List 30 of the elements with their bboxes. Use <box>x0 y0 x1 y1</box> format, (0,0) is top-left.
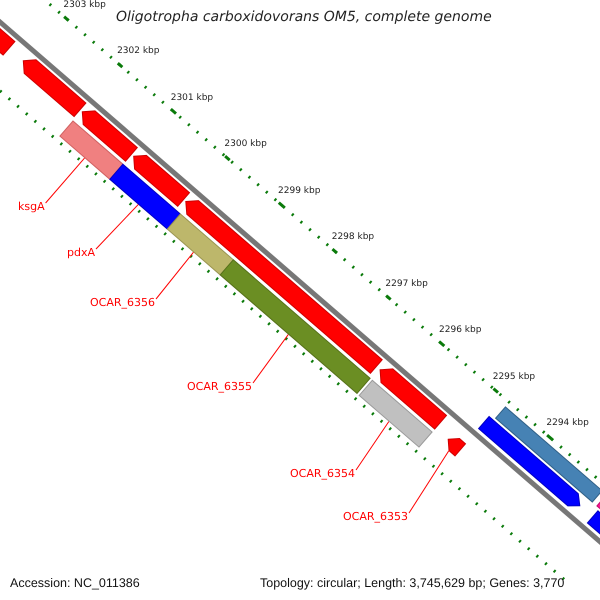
leader-line <box>252 334 289 384</box>
scale-label: 2299 kbp <box>278 186 320 196</box>
gene-block <box>109 164 182 230</box>
gene-label: OCAR_6356 <box>90 296 156 309</box>
leader-line <box>45 158 86 204</box>
footer-text: Accession: NC_011386 <box>10 576 140 590</box>
scale-label: 2297 kbp <box>385 278 428 289</box>
leader-line <box>96 204 139 250</box>
leader-line <box>156 252 194 300</box>
gene-label: OCAR_6354 <box>290 467 356 480</box>
leader-line <box>356 421 390 470</box>
gene-block <box>59 120 124 180</box>
gene-label: OCAR_6355 <box>187 380 252 393</box>
gene-label: OCAR_6353 <box>343 510 408 523</box>
scale-label: 2295 kbp <box>492 372 536 382</box>
footer-text: Topology: circular; Length: 3,745,629 bp; Genes: 3,770 <box>260 576 564 590</box>
scale-label: 2300 kbp <box>224 139 267 150</box>
scale-label: 2302 kbp <box>117 46 160 56</box>
gene-block <box>448 438 466 457</box>
gene-label: ksgA <box>18 200 45 213</box>
gene-block <box>358 380 433 448</box>
gene-label: pdxA <box>67 246 95 259</box>
scale-label: 2298 kbp <box>332 232 374 242</box>
leader-line <box>408 450 450 514</box>
title: Oligotropha carboxidovorans OM5, complete genome <box>116 9 492 25</box>
scale-label: 2301 kbp <box>170 92 214 103</box>
scale-label: 2296 kbp <box>439 325 482 336</box>
gene-block <box>166 213 234 276</box>
scale-label: 2294 kbp <box>546 418 589 428</box>
scale-label: 2303 kbp <box>63 0 106 10</box>
